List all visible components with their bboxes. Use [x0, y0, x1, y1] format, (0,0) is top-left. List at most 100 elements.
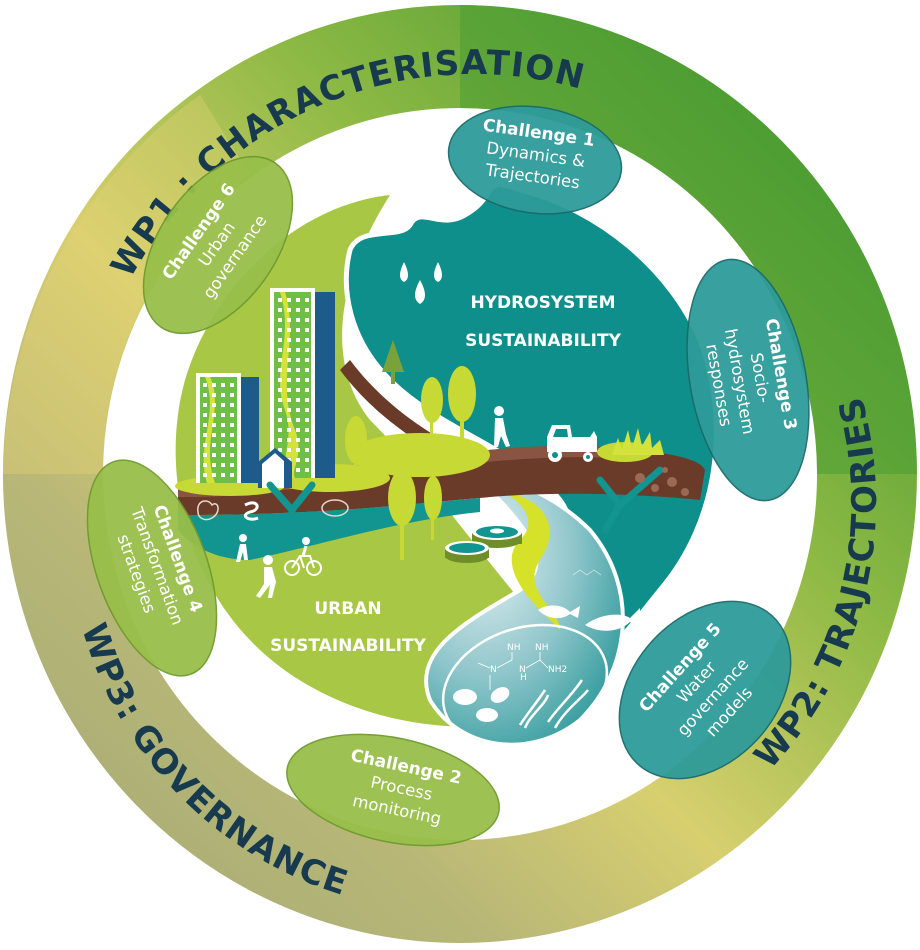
window [230, 463, 234, 467]
chemical-formula-small [572, 569, 602, 576]
window [305, 398, 309, 402]
window [305, 348, 309, 352]
window [296, 428, 300, 432]
window [203, 383, 207, 387]
window [221, 423, 225, 427]
window [305, 418, 309, 422]
chem-n1: N [490, 665, 497, 675]
window [296, 408, 300, 412]
window [230, 473, 234, 477]
tractor-icon [547, 425, 597, 462]
hydrosystem-sustainability-label: HYDROSYSTEM SUSTAINABILITY [465, 293, 621, 351]
window [296, 308, 300, 312]
window [212, 423, 216, 427]
pedestrian-icon [256, 555, 276, 598]
chem-nh-1: NH [507, 643, 521, 653]
window [305, 338, 309, 342]
trees [345, 340, 476, 560]
window [296, 368, 300, 372]
window [221, 433, 225, 437]
urban-line2: SUSTAINABILITY [270, 636, 426, 656]
window [203, 423, 207, 427]
cyclist-icon [284, 537, 322, 576]
window [230, 423, 234, 427]
window [296, 328, 300, 332]
window [278, 418, 282, 422]
hydrosystem-line2: SUSTAINABILITY [465, 331, 621, 351]
window [278, 318, 282, 322]
chem-nh-2: NH [535, 643, 549, 653]
window [305, 378, 309, 382]
urban-sustainability-label: URBAN SUSTAINABILITY [270, 599, 426, 656]
window [278, 438, 282, 442]
window [296, 468, 300, 472]
window [305, 328, 309, 332]
challenge-1-bubble[interactable]: Challenge 1 Dynamics & Trajectories [441, 95, 628, 224]
window [221, 463, 225, 467]
window [278, 368, 282, 372]
window [287, 428, 291, 432]
window [278, 408, 282, 412]
pedestrian-icon [236, 534, 248, 562]
window [287, 378, 291, 382]
challenge-2-bubble[interactable]: Challenge 2 Process monitoring [277, 717, 510, 864]
window [203, 403, 207, 407]
window [287, 448, 291, 452]
window [287, 418, 291, 422]
window [287, 298, 291, 302]
window [305, 298, 309, 302]
window [212, 433, 216, 437]
rain-drops-icon [400, 262, 442, 304]
window [296, 458, 300, 462]
window [278, 448, 282, 452]
window [305, 408, 309, 412]
window [278, 348, 282, 352]
window [296, 348, 300, 352]
window [230, 413, 234, 417]
window [230, 393, 234, 397]
window [278, 328, 282, 332]
chem-nh2: NH2 [548, 665, 567, 675]
urban-line1: URBAN [314, 599, 381, 619]
dna-icon [518, 679, 589, 729]
window [203, 413, 207, 417]
tree-icon [448, 366, 476, 438]
window [305, 458, 309, 462]
window [287, 438, 291, 442]
window [287, 348, 291, 352]
fish-icon [538, 605, 640, 631]
window [296, 358, 300, 362]
house-icon [258, 448, 292, 488]
chem-n2: N [519, 665, 526, 675]
window [221, 443, 225, 447]
window [203, 463, 207, 467]
window [212, 383, 216, 387]
window [278, 378, 282, 382]
soil-organisms-icon [197, 499, 349, 521]
window [278, 388, 282, 392]
window [296, 318, 300, 322]
window [296, 398, 300, 402]
window [296, 388, 300, 392]
window [212, 403, 216, 407]
tree-icon [421, 377, 443, 438]
challenge-5-bubble[interactable]: Challenge 5 Water governance models [585, 568, 826, 813]
window [203, 473, 207, 477]
treatment-tanks-icon [445, 524, 522, 563]
window [305, 448, 309, 452]
window [212, 393, 216, 397]
challenge-3-bubble[interactable]: Challenge 3 Socio- hydrosystem responses [670, 250, 827, 510]
chem-h: H [520, 673, 527, 683]
challenge-4-bubble[interactable]: Challenge 4 Transformation strategies [62, 443, 243, 693]
window [287, 398, 291, 402]
window [278, 358, 282, 362]
window [221, 393, 225, 397]
window [296, 338, 300, 342]
window [305, 358, 309, 362]
window [278, 308, 282, 312]
window [296, 298, 300, 302]
window [296, 438, 300, 442]
challenge-6-bubble[interactable]: Challenge 6 Urban governance [113, 130, 323, 360]
window [212, 453, 216, 457]
root-icon [266, 466, 664, 539]
